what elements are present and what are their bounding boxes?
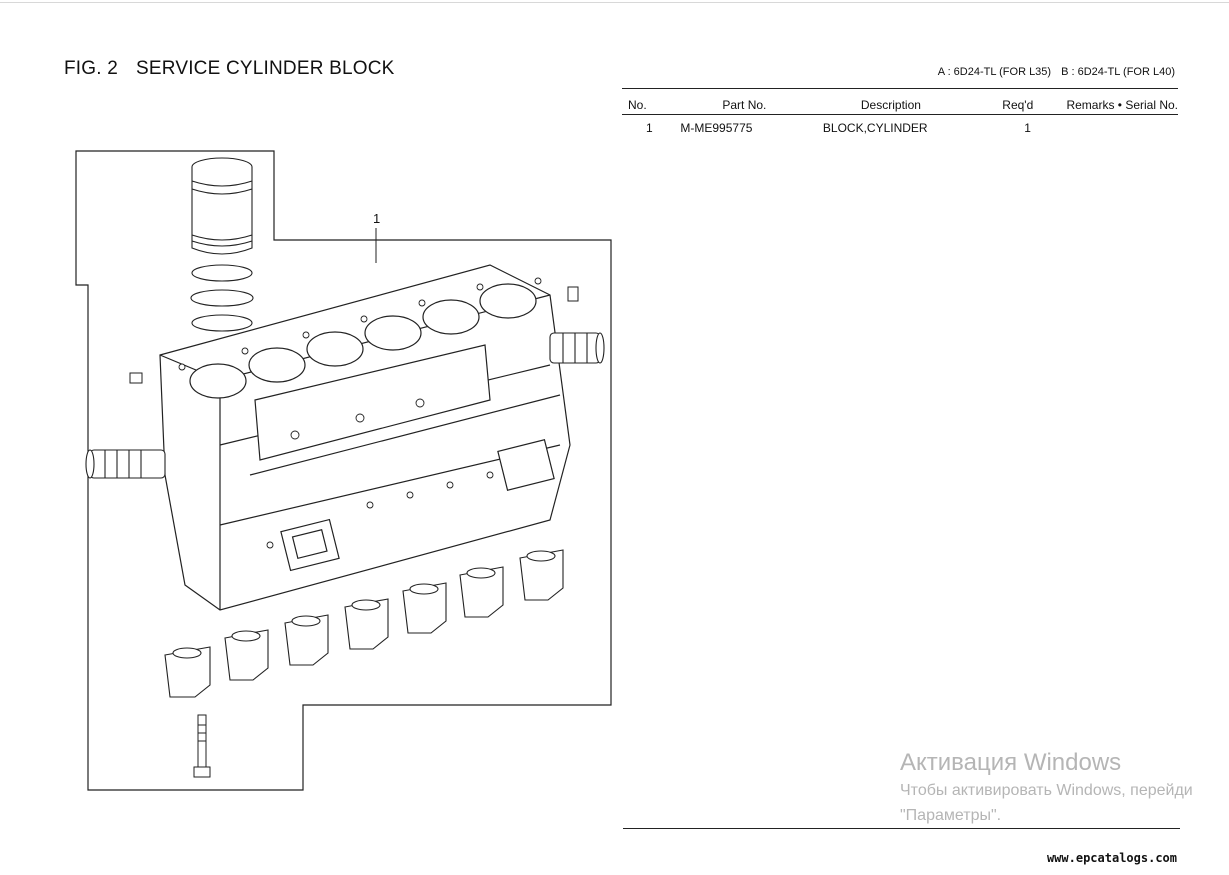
liner-seal-rings — [190, 264, 254, 332]
col-header-remarks: Remarks • Serial No. — [1066, 88, 1178, 115]
cylinder-bores — [189, 283, 537, 399]
cell-no: 1 — [646, 121, 653, 135]
activation-watermark-line1: Чтобы активировать Windows, перейди — [900, 782, 1193, 799]
figure-number: FIG. 2 — [64, 58, 118, 79]
plug-bolts — [129, 286, 579, 384]
cylinder-liner — [191, 157, 253, 255]
cell-remarks — [1066, 115, 1178, 136]
col-header-description: Description — [812, 88, 993, 115]
cap-bolt — [193, 714, 211, 778]
parts-diagram: 1 — [70, 145, 620, 800]
diagram-frame — [75, 150, 612, 791]
site-footer: www.epcatalogs.com — [1046, 851, 1177, 865]
col-header-part-no: Part No. — [674, 88, 813, 115]
activation-watermark-title: Активация Windows — [900, 749, 1122, 776]
left-shaft-end — [85, 449, 166, 479]
variant-b: B : 6D24-TL (FOR L40) — [1061, 66, 1175, 78]
top-divider — [0, 2, 1229, 3]
table-bottom-rule — [623, 828, 1180, 829]
figure-name: SERVICE CYLINDER BLOCK — [136, 58, 395, 79]
callout-label: 1 — [373, 211, 380, 226]
cell-part-no: M-ME995775 — [680, 121, 753, 135]
parts-table: No. Part No. Description Req'd Remarks •… — [622, 88, 1178, 135]
cell-reqd: 1 — [1024, 121, 1031, 135]
stud-holes — [178, 277, 542, 549]
variant-a: A : 6D24-TL (FOR L35) — [937, 66, 1052, 78]
figure-title: FIG. 2 SERVICE CYLINDER BLOCK — [64, 58, 395, 80]
right-shaft-end — [549, 332, 605, 364]
activation-watermark-line2: "Параметры". — [900, 807, 1002, 824]
col-header-reqd: Req'd — [992, 88, 1067, 115]
table-row: 1 M-ME995775 BLOCK,CYLINDER 1 — [622, 115, 1178, 136]
table-header-row: No. Part No. Description Req'd Remarks •… — [622, 88, 1178, 115]
cylinder-block-illustration: 1 — [75, 150, 612, 791]
cell-description: BLOCK,CYLINDER — [822, 121, 928, 135]
col-header-no: No. — [622, 88, 675, 115]
model-variants: A : 6D24-TL (FOR L35) B : 6D24-TL (FOR L4… — [938, 66, 1175, 78]
bearing-caps — [164, 549, 564, 698]
